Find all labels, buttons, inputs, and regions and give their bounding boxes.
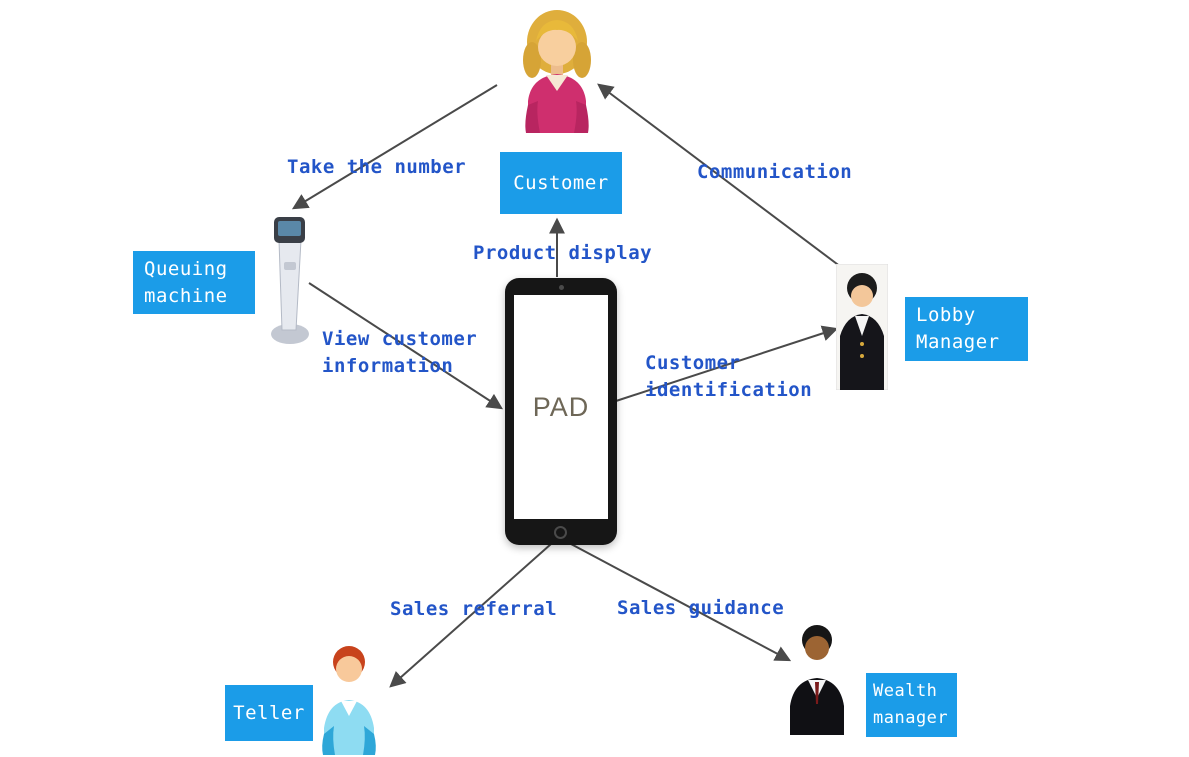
edge-take-the-number	[291, 84, 498, 210]
pad-screen: PAD	[514, 295, 608, 519]
pad-home-button-icon	[554, 526, 567, 539]
lobby-manager-label-line2: Manager	[916, 331, 1000, 353]
wealth-manager-node-label: Wealth manager	[866, 673, 957, 737]
pad-label-text: PAD	[532, 391, 590, 422]
customer-person-icon	[510, 5, 605, 133]
sales-guidance-label: Sales guidance	[617, 597, 785, 619]
lobby-manager-person-icon	[836, 264, 888, 390]
lobby-manager-label-line1: Lobby	[916, 304, 976, 326]
view-customer-information-line1: View customer	[322, 328, 478, 350]
queuing-machine-node-label: Queuing machine	[133, 251, 255, 314]
pad-camera-icon	[559, 285, 564, 290]
product-display-label: Product display	[473, 242, 653, 264]
take-the-number-label: Take the number	[287, 156, 467, 178]
customer-label-text: Customer	[513, 171, 609, 194]
lobby-manager-node-label: Lobby Manager	[905, 297, 1028, 361]
customer-node-label: Customer	[500, 152, 622, 214]
teller-node-label: Teller	[225, 685, 313, 741]
queuing-machine-label-line2: machine	[144, 284, 228, 307]
wealth-manager-label-line2: manager	[873, 708, 949, 728]
teller-label-text: Teller	[233, 701, 305, 724]
customer-identification-line2: identification	[645, 379, 813, 401]
communication-label: Communication	[697, 161, 853, 183]
view-customer-information-label: View customer information	[322, 326, 477, 380]
customer-identification-line1: Customer	[645, 352, 741, 374]
wealth-manager-person-icon	[786, 622, 848, 735]
queuing-machine-icon	[266, 216, 314, 346]
customer-identification-label: Customer identification	[645, 350, 812, 404]
queuing-machine-label-line1: Queuing	[144, 257, 228, 280]
view-customer-information-line2: information	[322, 355, 454, 377]
sales-referral-label: Sales referral	[390, 598, 558, 620]
pad-tablet: PAD	[505, 278, 617, 545]
teller-person-icon	[320, 642, 378, 755]
wealth-manager-label-line1: Wealth	[873, 681, 938, 701]
